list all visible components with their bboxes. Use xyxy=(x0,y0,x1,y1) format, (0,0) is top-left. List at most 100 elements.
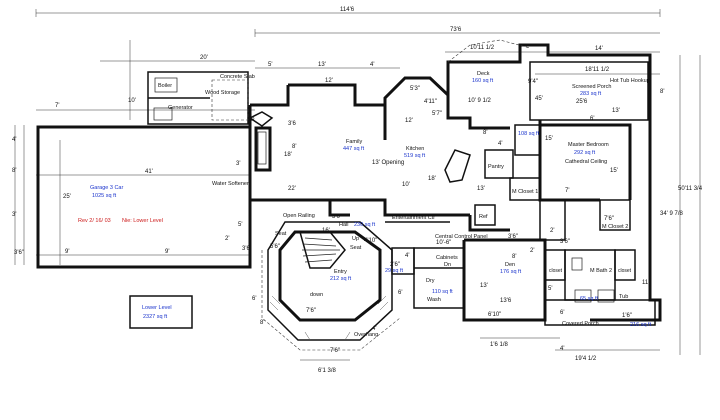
dim-6-1-3-8: 6'1 3/8 xyxy=(318,368,336,374)
dim-6-e: 6' xyxy=(252,296,256,302)
dim-5-fam: 5' xyxy=(238,222,242,228)
dim-13-6: 13'6 xyxy=(500,298,512,304)
dim-6-wc: 6' xyxy=(398,290,402,296)
label-lower-level: Lower Level xyxy=(142,305,172,311)
dim-6-mb: 6' xyxy=(590,116,594,122)
label-rev: Rev 2/ 16/ 03 xyxy=(78,218,111,224)
dim-13-opening: 13' Opening xyxy=(372,160,404,166)
dim-3-fam: 3' xyxy=(236,161,240,167)
dim-3-6c: 3'6" xyxy=(508,234,518,240)
dim-4-top: 4' xyxy=(370,62,374,68)
label-master-bedroom: Master Bedroom xyxy=(568,142,609,148)
dim-10-k: 10' xyxy=(402,182,410,188)
dim-1-6-cp: 1'6" xyxy=(622,313,632,319)
dim-4-11: 4'11" xyxy=(424,99,437,105)
dim-2-6: 2'6" xyxy=(390,262,400,268)
dim-13-k: 13' xyxy=(477,186,485,192)
label-ref: Ref xyxy=(479,214,488,220)
dim-25-6: 25'6 xyxy=(576,99,588,105)
dim-3-6-mid: 3'6 xyxy=(288,121,296,127)
dim-7-6-mc: 7'6" xyxy=(604,216,614,222)
label-entry: Entry xyxy=(334,269,347,275)
dim-4-left: 4' xyxy=(12,137,16,143)
label-generator: Generator xyxy=(168,105,193,111)
label-bath-area-top: 108 sq ft xyxy=(518,131,540,137)
label-cathedral: Cathedral Ceiling xyxy=(565,159,607,165)
label-pantry: Pantry xyxy=(488,164,504,170)
label-closet: closet xyxy=(549,268,563,274)
label-m-closet-2: M Closet 2 xyxy=(602,224,628,230)
label-screened-porch: Screened Porch xyxy=(572,84,611,90)
dim-6-10: 6'10" xyxy=(488,312,501,318)
dim-20: 20' xyxy=(200,55,208,61)
dim-13-den: 13' xyxy=(480,283,488,289)
label-screened-area: 283 sq ft xyxy=(580,91,602,97)
label-tub: Tub xyxy=(619,294,628,300)
dim-2-cp: 2' xyxy=(530,248,534,254)
dim-3-6-left: 3'6" xyxy=(14,250,24,256)
dim-10-11: 10'11 1/2 xyxy=(470,45,495,51)
dim-upper: 73'6 xyxy=(450,27,462,33)
label-lower-area: 2327 sq ft xyxy=(143,314,168,320)
dim-3-6b: 3'6" xyxy=(332,214,342,220)
dim-12: 12' xyxy=(325,78,333,84)
dim-13-right: 13' xyxy=(612,108,620,114)
dim-8-k: 8' xyxy=(483,130,487,136)
label-wash-area: 110 sq ft xyxy=(432,289,453,295)
label-garage-area: 1025 sq ft xyxy=(92,193,117,199)
dim-3-6-fam: 3'6 xyxy=(242,246,250,252)
dim-50-11: 50'11 3/4 xyxy=(678,186,703,192)
dim-45: 45' xyxy=(535,96,543,102)
label-nie: Nie: Lower Level xyxy=(122,218,163,224)
label-seat: Seat xyxy=(275,231,287,237)
dim-18-k: 18' xyxy=(428,176,436,182)
dim-4-e: 4' xyxy=(372,326,376,332)
label-fp: Fp xyxy=(248,116,254,122)
dim-10-9: 10' 9 1/2 xyxy=(468,98,491,104)
label-cabinets: Cabinets xyxy=(436,255,458,261)
dim-5-3: 5'3" xyxy=(410,86,420,92)
dim-5-bath: 5' xyxy=(548,286,552,292)
label-kitchen-area: 519 sq ft xyxy=(404,153,426,159)
label-deck-area: 160 sq ft xyxy=(472,78,494,84)
wall-hatching xyxy=(269,295,389,341)
dim-3-left: 3' xyxy=(12,212,16,218)
dim-9b: 9' xyxy=(165,249,169,255)
label-m-bath-2: M Bath 2 xyxy=(590,268,612,274)
label-wood-storage: Wood Storage xyxy=(205,90,240,96)
dim-22: 22' xyxy=(288,186,296,192)
label-covered-porch: Covered Porch xyxy=(562,321,599,327)
label-den-area: 176 sq ft xyxy=(500,269,522,275)
dim-10-6: 10'-6" xyxy=(436,240,451,246)
dim-14: 14' xyxy=(595,46,603,52)
dim-1-6: 1'6 1/8 xyxy=(490,342,508,348)
label-master-area: 292 sq ft xyxy=(574,150,596,156)
walls xyxy=(36,39,662,351)
dim-8-left: 8' xyxy=(12,168,16,174)
label-hot-tub: Hot Tub Hookup xyxy=(610,78,650,84)
dim-7-6-e: 7'6" xyxy=(306,308,316,314)
dimension-labels: 114'6 73'6 20' 5' 13' 12' 4' 10'11 1/2 1… xyxy=(12,7,703,374)
dim-5-top: 5' xyxy=(268,62,272,68)
dim-7-6: 7'6" xyxy=(330,348,340,354)
dim-8-right: 8' xyxy=(660,89,664,95)
dim-12-mid: 12' xyxy=(405,118,413,124)
dim-18-11: 18'11 1/2 xyxy=(585,67,610,73)
label-dn: Dn xyxy=(444,262,451,268)
label-m-closet-1: M Closet 1 xyxy=(512,189,538,195)
dim-11: 11' xyxy=(642,280,649,286)
label-den: Den xyxy=(505,262,515,268)
label-garage: Garage 3 Car xyxy=(90,185,123,191)
label-family-area: 447 sq ft xyxy=(343,146,365,152)
dim-2-e: 2' xyxy=(550,228,554,234)
dim-13: 13' xyxy=(318,62,326,68)
dim-9-4: 9'4" xyxy=(528,79,538,85)
label-down: down xyxy=(310,292,323,298)
dim-41: 41' xyxy=(145,169,153,175)
label-water-softener: Water Softener xyxy=(212,181,249,187)
label-wash: Wash xyxy=(427,297,441,303)
label-closet-2: closet xyxy=(618,268,632,274)
label-deck: Deck xyxy=(477,71,490,77)
dim-19-4: 19'4 1/2 xyxy=(575,356,597,362)
